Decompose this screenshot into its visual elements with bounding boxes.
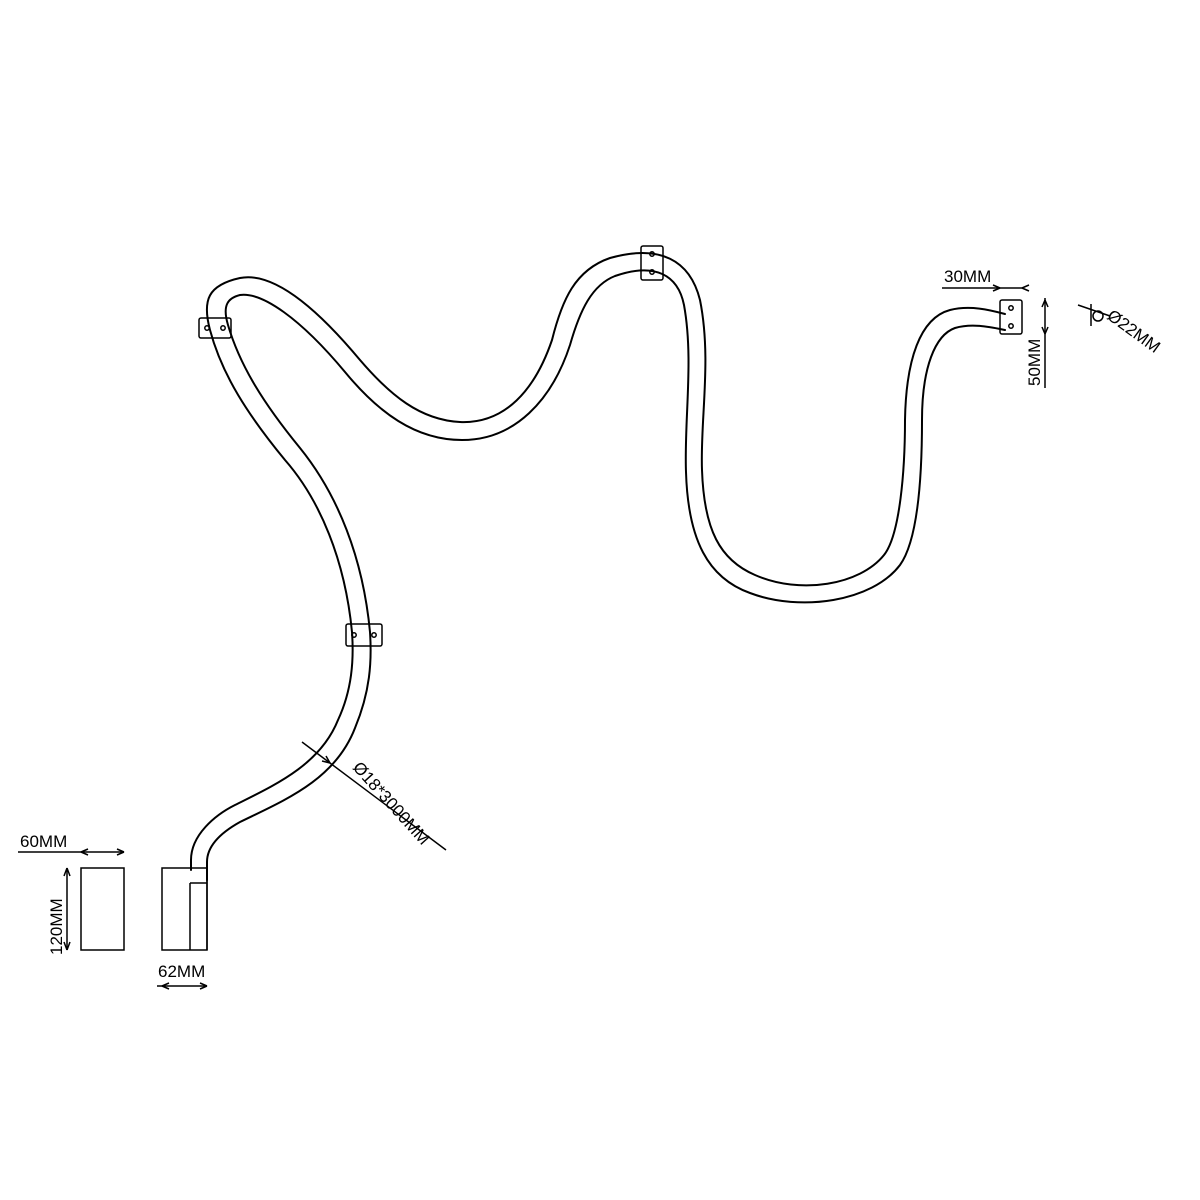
canopy-height-label: 120MM xyxy=(47,898,66,955)
tube-spec-label: Ø18*3000MM xyxy=(349,758,433,849)
dimension-canopy-width: 60MM xyxy=(18,832,125,856)
clip-height-label: 50MM xyxy=(1025,339,1044,386)
canopy-width-label: 60MM xyxy=(20,832,67,851)
dimension-tube-spec: Ø18*3000MM xyxy=(301,741,447,851)
clip-bracket-left xyxy=(198,317,232,339)
canopy-depth-label: 62MM xyxy=(158,962,205,981)
dimension-canopy-height: 120MM xyxy=(47,867,71,955)
clip-width-label: 30MM xyxy=(944,267,991,286)
end-diameter-label: Ø22MM xyxy=(1104,306,1164,357)
dimension-canopy-depth: 62MM xyxy=(157,962,208,990)
dimension-clip-width: 30MM xyxy=(942,267,1030,292)
tube-outer-outline xyxy=(190,252,1006,871)
flexible-tube xyxy=(190,252,1006,881)
clip-bracket-end xyxy=(999,299,1023,335)
diameter-symbol-icon xyxy=(1092,310,1104,322)
clip-bracket-top xyxy=(640,245,664,281)
canopy-front-view xyxy=(80,867,125,951)
dimension-clip-height: 50MM xyxy=(1025,298,1049,388)
clip-bracket-middle xyxy=(345,623,383,647)
dimension-end-diameter: Ø22MM xyxy=(1077,304,1164,357)
canopy-side-view xyxy=(161,867,208,951)
tube-inner-outline xyxy=(206,269,1006,881)
